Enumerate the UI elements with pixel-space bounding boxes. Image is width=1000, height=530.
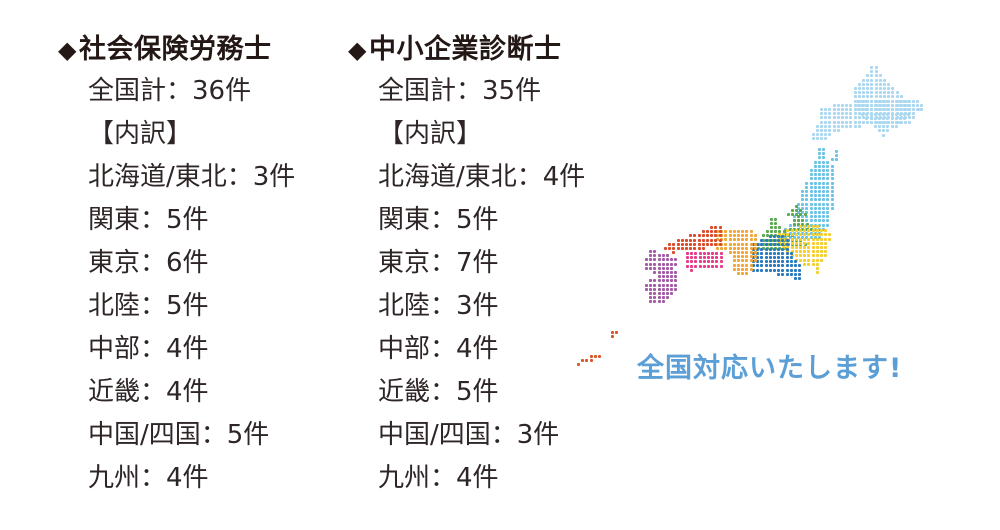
- region-count-row: 近畿：5件: [378, 377, 499, 407]
- section-sharoushi: ◆社会保険労務士 全国計：36件 【内訳】 北海道/東北：3件 関東：5件 東京…: [58, 30, 295, 500]
- region-count-row: 中国/四国：5件: [88, 420, 270, 450]
- region-count-row: 近畿：4件: [88, 377, 209, 407]
- section-heading: ◆社会保険労務士: [58, 34, 272, 65]
- region-count-row: 北陸：5件: [88, 291, 209, 321]
- total-count: 全国計：36件: [88, 76, 252, 106]
- section-shindanshi: ◆中小企業診断士 全国計：35件 【内訳】 北海道/東北：4件 関東：5件 東京…: [348, 30, 585, 500]
- region-count-row: 九州：4件: [88, 463, 209, 493]
- section-heading: ◆中小企業診断士: [348, 34, 562, 65]
- region-count-row: 関東：5件: [88, 205, 209, 235]
- region-count-row: 東京：7件: [378, 248, 499, 278]
- diamond-icon: ◆: [58, 36, 77, 64]
- region-count-row: 東京：6件: [88, 248, 209, 278]
- region-count-row: 北陸：3件: [378, 291, 499, 321]
- tagline: 全国対応いたします!: [637, 353, 903, 384]
- region-count-row: 九州：4件: [378, 463, 499, 493]
- region-count-row: 北海道/東北：4件: [378, 162, 586, 192]
- region-count-row: 中国/四国：3件: [378, 420, 560, 450]
- region-count-row: 関東：5件: [378, 205, 499, 235]
- breakdown-label: 【内訳】: [378, 119, 483, 149]
- diamond-icon: ◆: [348, 36, 367, 64]
- region-count-row: 中部：4件: [88, 334, 209, 364]
- region-count-row: 北海道/東北：3件: [88, 162, 296, 192]
- breakdown-label: 【内訳】: [88, 119, 193, 149]
- total-count: 全国計：35件: [378, 76, 542, 106]
- region-count-row: 中部：4件: [378, 334, 499, 364]
